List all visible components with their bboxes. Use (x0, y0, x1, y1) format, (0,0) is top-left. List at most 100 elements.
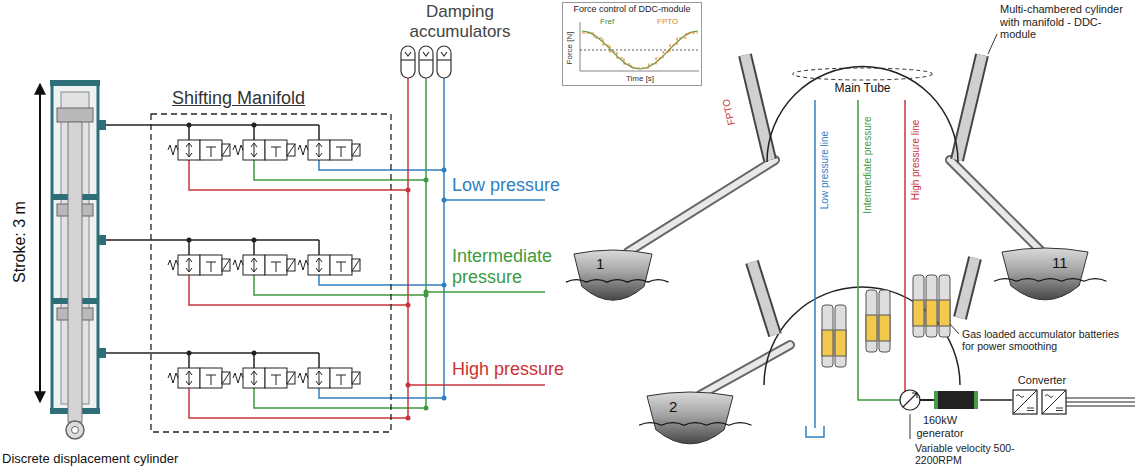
accumulator-battery (939, 275, 950, 337)
accumulator-battery (939, 300, 950, 326)
accumulator-battery (913, 300, 924, 326)
float-arm (950, 160, 1040, 250)
junction-dot (424, 178, 429, 183)
inset-title: Force control of DDC-module (562, 4, 702, 14)
ddc-cylinder (960, 258, 975, 318)
series-label: Fref (600, 17, 614, 26)
float-arm (628, 160, 775, 252)
inset-box: Force control of DDC-module (562, 2, 702, 86)
line-label: Low pressure (452, 175, 560, 196)
accumulator-battery (822, 330, 833, 356)
junction-dot (187, 123, 192, 128)
manifold-wiring (189, 388, 408, 418)
valve-symbol (298, 368, 360, 388)
cylinder-drawing (66, 421, 84, 439)
manifold-wiring (425, 78, 427, 408)
manifold-outline (151, 114, 391, 432)
water-line (566, 280, 669, 283)
grid-output (1066, 401, 1135, 402)
accumulator-battery (879, 315, 890, 341)
line-label: Low pressure line (820, 131, 830, 209)
generator: 160kW generator (900, 388, 980, 440)
float-arm (950, 160, 1040, 250)
manifold-wiring (189, 160, 408, 190)
accumulator-battery (913, 275, 924, 337)
float-body-outline (1000, 246, 1090, 310)
converter-symbol (1042, 390, 1066, 414)
valve-symbol (298, 140, 360, 160)
pressure-line (904, 100, 906, 391)
leader-line (910, 34, 997, 439)
float-arm (628, 160, 775, 252)
inset-box-outline (562, 2, 702, 86)
junction-dot (187, 238, 192, 243)
manifold-wiring (318, 125, 320, 140)
ddc-cylinder (752, 262, 775, 335)
pressure-line (858, 100, 900, 400)
tube-top (793, 68, 933, 80)
converter: Converter (1012, 374, 1072, 416)
generator-symbol (934, 391, 938, 409)
valve-symbol (168, 140, 360, 388)
accumulator-battery (822, 305, 833, 367)
cylinder-drawing (57, 108, 93, 122)
junction-dot (424, 406, 429, 411)
manifold-wiring (106, 239, 319, 241)
leader-line (910, 414, 911, 439)
valve-symbol (168, 255, 230, 275)
water-line (994, 279, 1107, 282)
force-plot (580, 71, 699, 72)
inset-outline (563, 3, 702, 86)
pressure-line (814, 100, 816, 428)
accumulator-battery (879, 290, 890, 352)
float-arm (628, 160, 1040, 395)
converter-symbol (1045, 395, 1063, 411)
pressure-line (806, 426, 824, 437)
float-number: 11 (1052, 254, 1068, 271)
motor-symbol (903, 393, 917, 407)
ddc-cylinder (960, 258, 975, 318)
dimension: Stroke: 3 m (12, 201, 28, 283)
valve-symbol (233, 140, 295, 160)
accumulator-symbol (419, 46, 433, 78)
accumulator-battery (822, 275, 950, 367)
grid-output (1066, 398, 1135, 406)
junction-dot (252, 123, 257, 128)
valve-symbol (233, 368, 295, 388)
valve-symbol (168, 140, 230, 160)
manifold-heading: Shifting Manifold (172, 88, 305, 109)
accumulator-symbol (437, 59, 451, 60)
cylinder-drawing (50, 80, 100, 86)
manifold-wiring (407, 78, 409, 418)
callout-label: Multi-chambered cylinder with manifold -… (1000, 3, 1128, 41)
manifold-wiring (426, 291, 545, 293)
grid-output (1066, 397, 1135, 398)
junction-dot (406, 303, 411, 308)
line-label: Intermediate pressure (863, 116, 873, 213)
connector (980, 399, 1012, 401)
line-label: High pressure line (911, 120, 921, 201)
shaft (920, 399, 934, 401)
manifold-box-outline (150, 88, 392, 433)
pressure-line (806, 100, 905, 437)
manifold-wiring (106, 352, 319, 354)
junction-dot (252, 238, 257, 243)
float-arm (700, 345, 790, 395)
cylinder-drawing (98, 120, 106, 130)
cylinder-drawing (98, 235, 106, 245)
generator-symbol (934, 391, 978, 409)
line-label: High pressure (452, 359, 564, 380)
float-body-outline (645, 390, 735, 454)
converter-symbol (1016, 395, 1034, 411)
callout-label: Gas loaded accumulator batteries for pow… (962, 328, 1130, 352)
float-arm (700, 345, 790, 395)
junction-dot (252, 351, 257, 356)
accumulator-battery (866, 315, 877, 341)
water-line (639, 423, 752, 426)
force-label: FPTO (721, 98, 737, 126)
junction-dot (442, 396, 447, 401)
float-number: 2 (669, 398, 677, 415)
cylinder-drawing (98, 348, 106, 358)
